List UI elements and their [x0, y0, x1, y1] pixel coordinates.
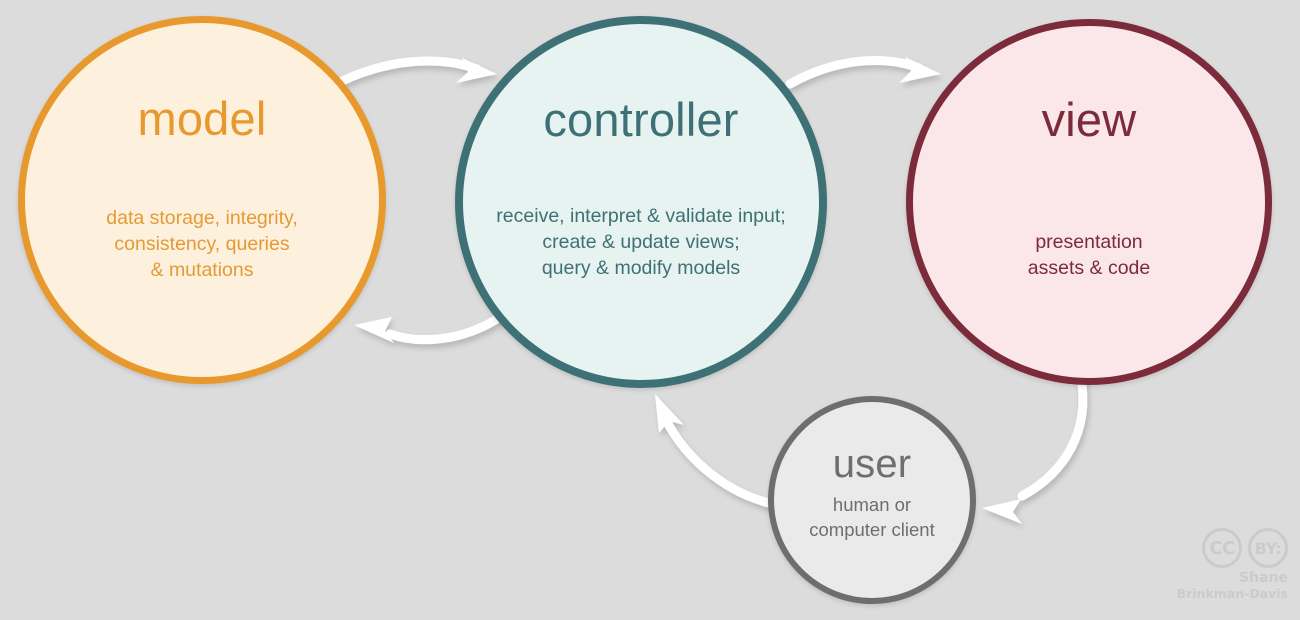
node-user-description: human or computer client — [777, 493, 967, 543]
node-view[interactable]: view presentation assets & code — [906, 19, 1272, 385]
node-user-title: user — [832, 442, 912, 486]
node-controller-description: receive, interpret & validate input; cre… — [476, 203, 806, 281]
node-controller[interactable]: controller receive, interpret & validate… — [455, 16, 827, 388]
node-model[interactable]: model data storage, integrity, consisten… — [18, 16, 386, 384]
arrow-controller-to-model — [354, 312, 505, 345]
node-controller-desc-line: receive, interpret & validate input; — [496, 205, 786, 227]
node-model-desc-line: consistency, queries — [114, 233, 290, 256]
node-user-desc-line: human or — [832, 494, 912, 515]
creative-commons-badge: CC BY: — [1176, 528, 1288, 568]
arrow-user-to-controller — [655, 394, 783, 510]
arrow-view-to-user — [982, 373, 1088, 524]
arrow-controller-to-view — [785, 56, 941, 89]
node-model-desc-line: & mutations — [150, 259, 254, 282]
node-view-desc-line: presentation — [1035, 231, 1143, 253]
author-last-name: Brinkman-Davis — [1176, 585, 1288, 601]
attribution-block: CC BY: Shane Brinkman-Davis — [1176, 528, 1288, 606]
node-model-description: data storage, integrity, consistency, qu… — [52, 205, 352, 283]
cc-by-icon: BY: — [1248, 528, 1288, 568]
node-view-title: view — [1041, 93, 1137, 146]
node-user-desc-line: computer client — [809, 518, 935, 540]
node-controller-title: controller — [543, 93, 739, 146]
node-controller-desc-line: create & update views; — [542, 231, 740, 254]
node-view-desc-line: assets & code — [1027, 257, 1151, 280]
node-model-title: model — [137, 92, 267, 145]
node-view-description: presentation assets & code — [949, 229, 1229, 281]
node-controller-desc-line: query & modify models — [541, 257, 741, 280]
author-first-name: Shane — [1239, 570, 1288, 586]
node-model-desc-line: data storage, integrity, — [106, 207, 298, 229]
author-name: Shane Brinkman-Davis — [1176, 570, 1288, 601]
node-user[interactable]: user human or computer client — [768, 396, 976, 604]
cc-icon: CC — [1202, 528, 1242, 568]
arrow-model-to-controller — [335, 56, 497, 87]
